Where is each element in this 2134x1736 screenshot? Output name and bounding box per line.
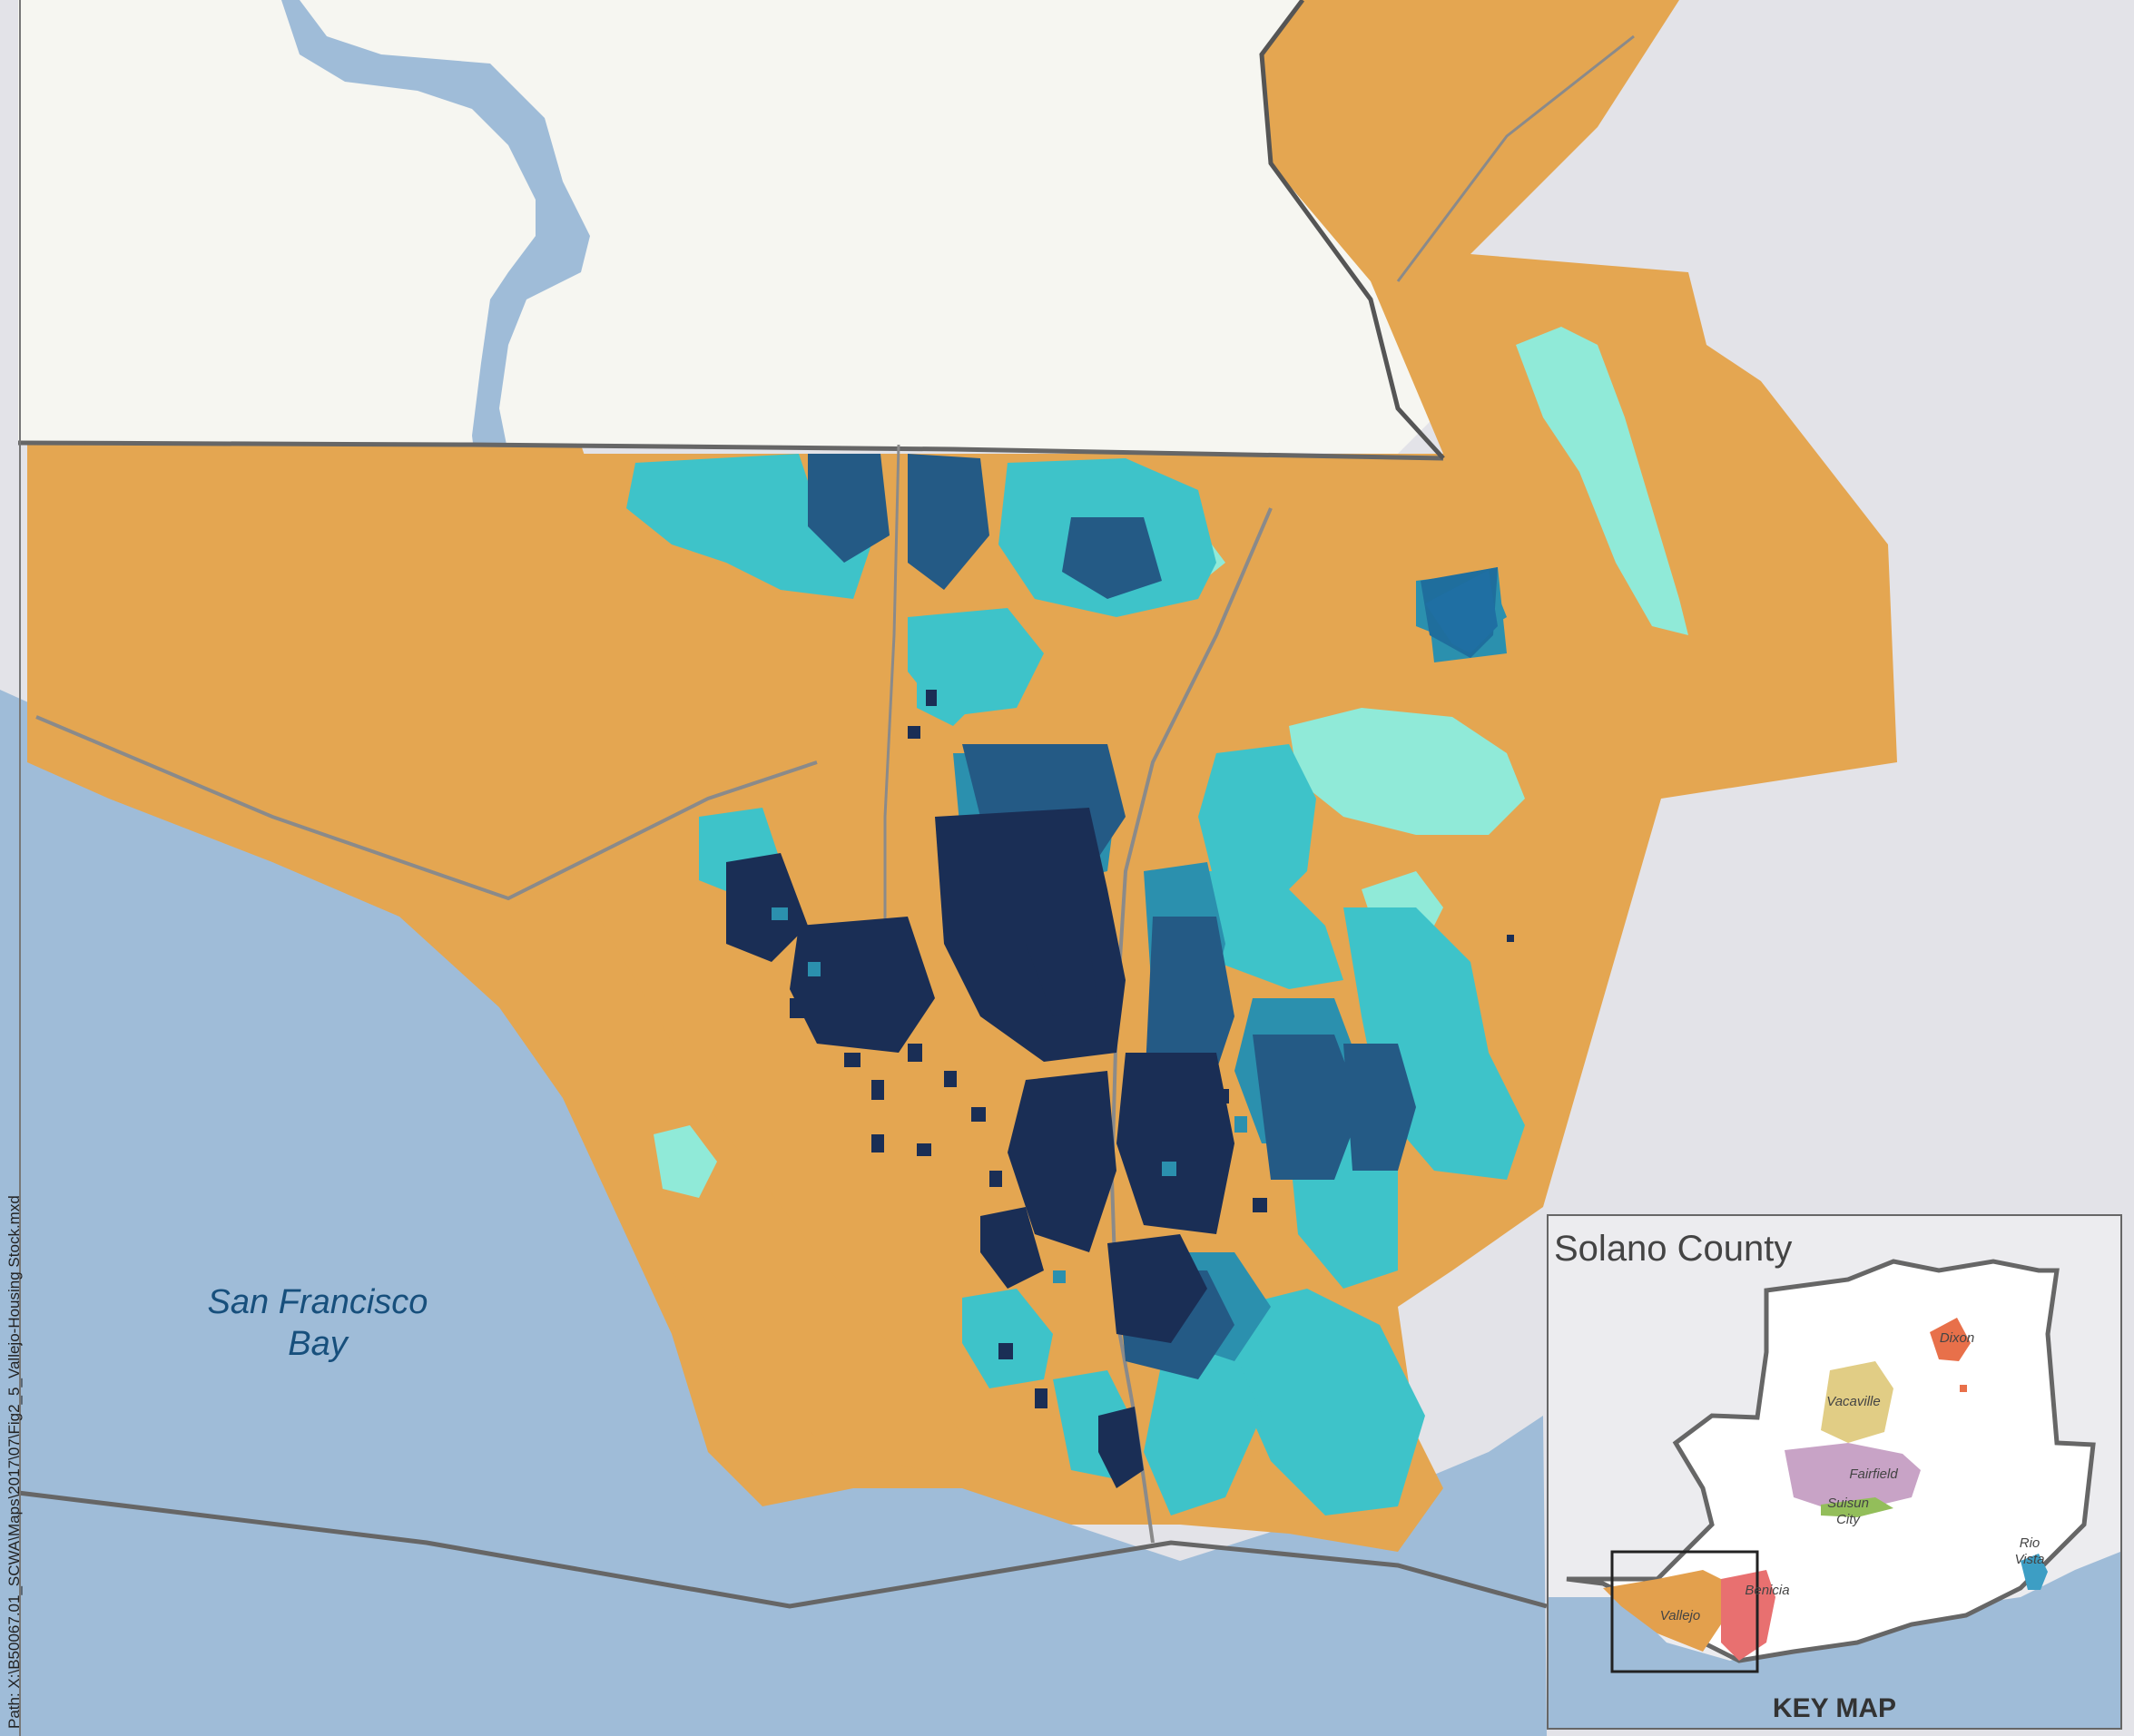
key-city-vallejo: Vallejo: [1659, 1608, 1701, 1623]
key-map-label: KEY MAP: [1772, 1693, 1897, 1723]
key-city-rio: Rio: [2019, 1535, 2041, 1551]
key-map-svg: [1549, 1216, 2120, 1728]
county-boundary-east: [1259, 0, 1445, 460]
key-city-suisun: Suisun: [1827, 1496, 1869, 1511]
key-map-rio-vista: [2021, 1554, 2048, 1590]
housing-scattered-medium: [772, 907, 1247, 1283]
water-bay: [0, 690, 1547, 1736]
housing-darkest: [726, 808, 1234, 1488]
highway-37: [35, 715, 818, 901]
key-city-city: City: [1836, 1512, 1860, 1527]
highway-680: [1396, 34, 1635, 282]
key-city-benicia: Benicia: [1745, 1583, 1790, 1598]
file-path-text: Path: X:\B50067.01_SCWA\Maps\2017\07\Fig…: [5, 1195, 23, 1729]
key-map-vallejo: [1603, 1570, 1721, 1652]
highway-29: [883, 444, 900, 998]
key-map-study-area: [1610, 1550, 1759, 1673]
county-boundary-north: [17, 440, 1444, 461]
key-city-fairfield: Fairfield: [1849, 1466, 1898, 1482]
key-map-benicia: [1721, 1570, 1775, 1661]
county-boundary-south: [17, 1490, 1548, 1609]
key-map-dixon-parcel: [1960, 1385, 1967, 1392]
key-city-dixon: Dixon: [1939, 1330, 1975, 1346]
key-map-dixon: [1930, 1318, 1971, 1361]
terrain-north: [18, 0, 1443, 454]
key-map-title: Solano County: [1554, 1229, 1793, 1269]
mare-island: [508, 871, 962, 1470]
key-city-vista: Vista: [2014, 1552, 2045, 1567]
water-label-line1: San Francisco: [207, 1283, 428, 1321]
key-map-inset: Solano County Dixon Vacaville Fairfield …: [1547, 1214, 2122, 1730]
key-city-vacaville: Vacaville: [1826, 1394, 1881, 1409]
key-map-fairfield: [1785, 1443, 1921, 1508]
housing-isolated-parcel: [1425, 570, 1498, 653]
key-map-suisun: [1821, 1497, 1893, 1517]
water-label-line2: Bay: [288, 1325, 348, 1363]
water-label-bay: San Francisco Bay: [172, 1281, 463, 1365]
housing-scattered: [790, 690, 1514, 1408]
key-map-vacaville: [1821, 1361, 1893, 1443]
